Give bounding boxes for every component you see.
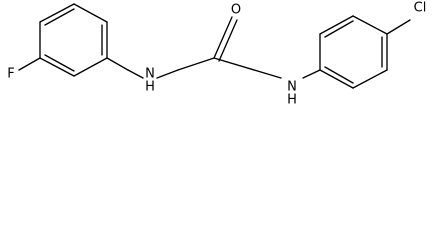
bond-6 (44, 8, 75, 26)
bond-9 (18, 57, 41, 71)
bond-11 (127, 69, 144, 79)
bond-18 (319, 69, 354, 89)
bond-14 (213, 16, 233, 59)
bond-19 (352, 69, 388, 89)
chlorine-atom-label: Cl (414, 1, 427, 16)
bond-10 (106, 57, 129, 71)
bond-17 (302, 69, 321, 79)
amide-nitrogen-label: N (287, 80, 297, 95)
amine-hydrogen-label: H (145, 80, 155, 95)
bond-12 (156, 69, 179, 79)
bond-24 (324, 66, 354, 84)
bond-26 (324, 20, 354, 38)
carbonyl-oxygen-label: O (231, 3, 241, 18)
bond-21 (352, 15, 388, 35)
bond-1 (73, 3, 108, 23)
bond-27 (386, 19, 411, 35)
bond-22 (319, 15, 354, 35)
bond-15 (218, 19, 238, 62)
bond-4 (39, 57, 75, 77)
bond-0 (39, 3, 75, 23)
fluorine-atom-label: F (7, 67, 14, 82)
bond-16 (213, 57, 282, 79)
bond-13 (177, 57, 215, 71)
chemical-structure-diagram: F N H O N H Cl (7, 1, 427, 108)
bond-3 (73, 57, 108, 77)
amine-nitrogen-label: N (145, 67, 155, 82)
bond-8 (44, 54, 75, 72)
amide-hydrogen-label: H (287, 93, 297, 108)
bond-lines (18, 3, 411, 89)
